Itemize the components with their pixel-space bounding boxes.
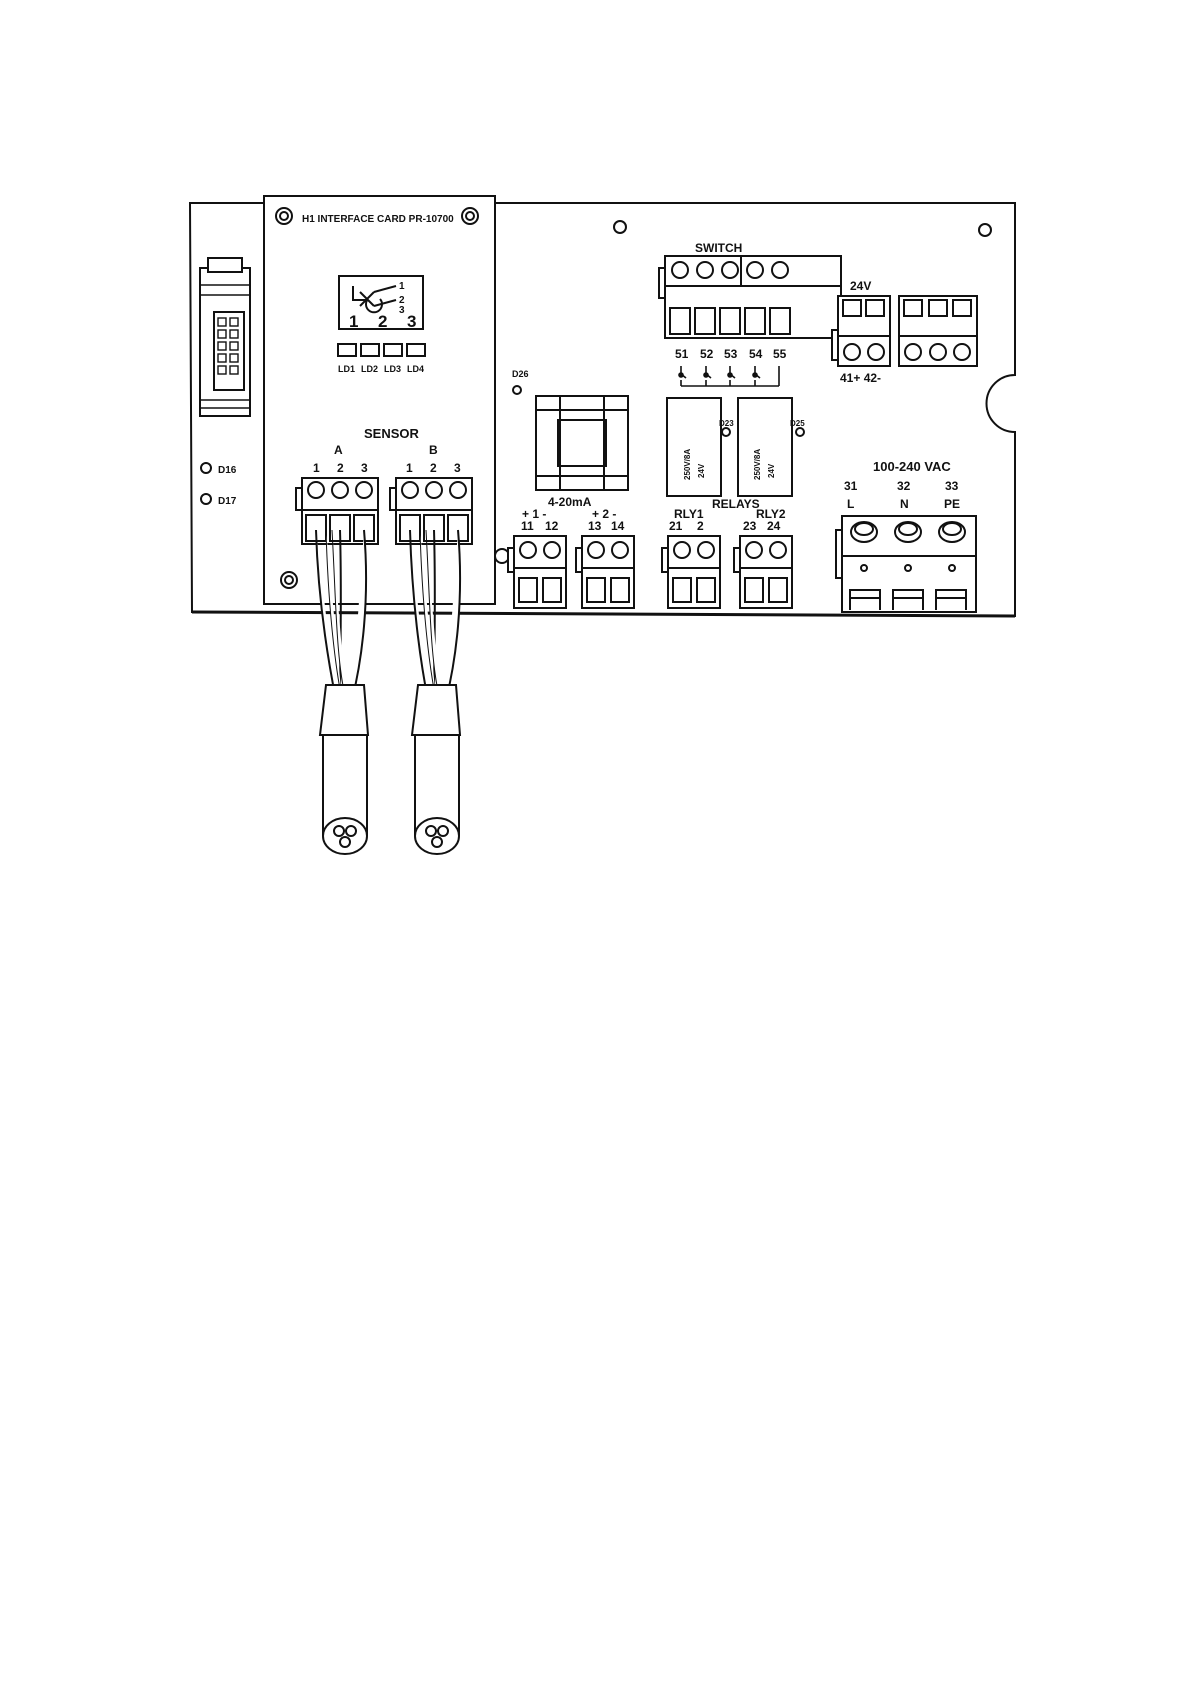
switch-terminal-label: 51 — [675, 347, 689, 361]
relay-1 — [667, 398, 721, 496]
analog-terminal-label: 12 — [545, 519, 559, 533]
mains-label: L — [847, 497, 854, 511]
switch-terminal — [659, 256, 841, 338]
diode-d25-label: D25 — [790, 419, 805, 428]
status-led-label: LD1 — [338, 364, 355, 374]
sensor-pin-label: 1 — [313, 461, 320, 475]
status-led-label: LD3 — [384, 364, 401, 374]
analog-terminal-label: 11 — [521, 519, 534, 533]
status-led-label: LD4 — [407, 364, 424, 374]
relay-1-coil: 24V — [697, 463, 706, 478]
analog-terminal-label: 13 — [588, 519, 602, 533]
relay-terminal-1 — [662, 536, 720, 608]
mains-label: N — [900, 497, 909, 511]
transformer — [536, 396, 628, 490]
switch-terminal-label: 53 — [724, 347, 738, 361]
switch-terminal-label: 55 — [773, 347, 787, 361]
analog-terminal-label: 14 — [611, 519, 625, 533]
relay-terminal-label: 2 — [697, 519, 704, 533]
power24-terminal-labels: 41+ 42- — [840, 371, 881, 385]
relay-1-rating: 250V/8A — [683, 449, 692, 480]
analog-terminal-1 — [508, 536, 566, 608]
mains-title: 100-240 VAC — [873, 459, 951, 474]
mains-num: 33 — [945, 479, 959, 493]
relays-title: RELAYS — [712, 497, 760, 511]
power24-terminal — [832, 296, 890, 366]
selector-side-3: 3 — [399, 305, 405, 316]
analog-title: 4-20mA — [548, 495, 592, 509]
analog-terminal-2 — [576, 536, 634, 608]
relay-terminal-label: 21 — [669, 519, 683, 533]
switch-title: SWITCH — [695, 241, 742, 255]
mains-terminal — [836, 516, 976, 612]
card-title: H1 INTERFACE CARD PR-10700 — [302, 214, 454, 225]
ribbon-connector — [200, 258, 250, 416]
sensor-pin-label: 1 — [406, 461, 413, 475]
mains-label: PE — [944, 497, 960, 511]
power24-terminal-3pin — [899, 296, 977, 366]
status-led-label: LD2 — [361, 364, 378, 374]
selector-num-2: 2 — [378, 312, 387, 331]
led-d16-label: D16 — [218, 465, 237, 476]
mains-num: 32 — [897, 479, 911, 493]
selector-num-3: 3 — [407, 312, 416, 331]
sensor-pin-label: 3 — [454, 461, 461, 475]
diode-d23-label: D23 — [719, 419, 734, 428]
sensor-title: SENSOR — [364, 426, 420, 441]
power24-title: 24V — [850, 279, 871, 293]
sensor-terminal-a — [296, 478, 378, 544]
switch-terminal-label: 54 — [749, 347, 763, 361]
relay-terminal-2 — [734, 536, 792, 608]
sensor-group-b: B — [429, 443, 438, 457]
relay-2-coil: 24V — [767, 463, 776, 478]
led-d17-label: D17 — [218, 496, 237, 507]
selector-num-1: 1 — [349, 312, 358, 331]
selector-side-1: 1 — [399, 281, 405, 292]
relay-2-rating: 250V/8A — [753, 449, 762, 480]
sensor-pin-label: 2 — [430, 461, 437, 475]
sensor-pin-label: 2 — [337, 461, 344, 475]
sensor-terminal-b — [390, 478, 472, 544]
relay-terminal-label: 23 — [743, 519, 757, 533]
sensor-group-a: A — [334, 443, 343, 457]
mains-num: 31 — [844, 479, 858, 493]
switch-terminal-label: 52 — [700, 347, 714, 361]
relay-2 — [738, 398, 792, 496]
diode-d26-label: D26 — [512, 369, 529, 379]
relay-terminal-label: 24 — [767, 519, 781, 533]
sensor-pin-label: 3 — [361, 461, 368, 475]
